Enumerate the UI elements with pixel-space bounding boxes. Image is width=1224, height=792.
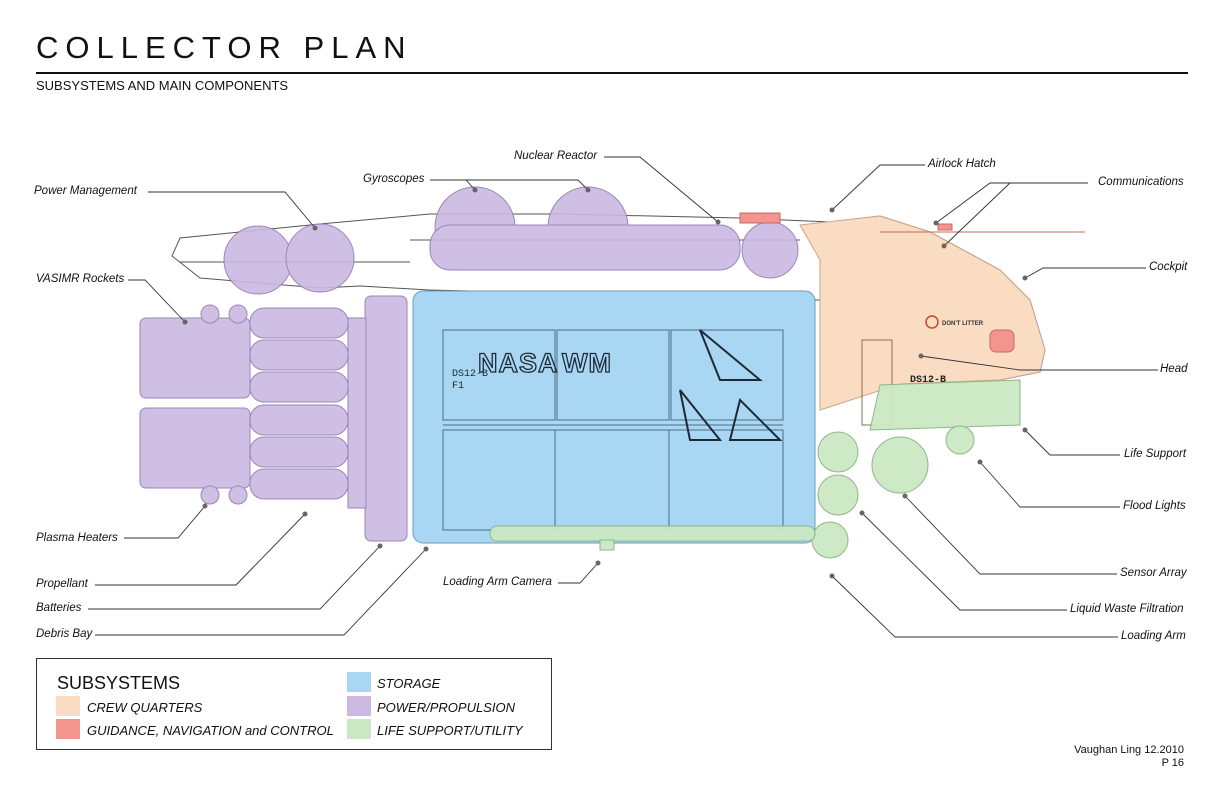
label-life-support: Life Support xyxy=(1124,448,1187,460)
legend-label-power-propulsion: POWER/PROPULSION xyxy=(377,700,515,715)
storage-markings: NASA WM xyxy=(477,347,612,378)
label-batteries: Batteries xyxy=(36,602,82,614)
registration-marking: DS12-B xyxy=(452,369,488,380)
label-gyroscopes: Gyroscopes xyxy=(363,173,425,185)
life-support-utility xyxy=(489,379,1021,559)
legend-label-crew-quarters: CREW QUARTERS xyxy=(87,700,203,715)
guidance-navigation xyxy=(739,212,1085,353)
label-liquid-waste-filtration: Liquid Waste Filtration xyxy=(1070,603,1184,615)
storage-bay xyxy=(412,290,816,544)
legend-label-life-support: LIFE SUPPORT/UTILITY xyxy=(377,723,523,738)
label-airlock-hatch: Airlock Hatch xyxy=(928,158,996,170)
label-power-management: Power Management xyxy=(34,185,137,197)
label-debris-bay: Debris Bay xyxy=(36,628,93,640)
legend-swatch-guidance xyxy=(56,719,80,739)
label-sensor-array: Sensor Array xyxy=(1120,567,1187,579)
recycle-symbol xyxy=(679,329,783,441)
label-vasimr-rockets: VASIMR Rockets xyxy=(36,273,125,285)
subsystems-legend: SUBSYSTEMS CREW QUARTERS GUIDANCE, NAVIG… xyxy=(36,658,552,750)
power-propulsion xyxy=(139,186,799,542)
legend-swatch-storage xyxy=(347,672,371,692)
operator-marking: WM xyxy=(562,348,612,378)
unit-marking: F1 xyxy=(452,381,464,392)
credit-author: Vaughan Ling 12.2010 xyxy=(1074,744,1184,756)
storage-small-text: DS12-B F1 xyxy=(452,369,488,392)
cockpit-registration: DS12-B xyxy=(910,375,946,386)
label-loading-arm-camera: Loading Arm Camera xyxy=(443,576,552,588)
label-plasma-heaters: Plasma Heaters xyxy=(36,532,118,544)
legend-swatch-life-support xyxy=(347,719,371,739)
title-rule xyxy=(36,72,1188,74)
label-nuclear-reactor: Nuclear Reactor xyxy=(514,150,598,162)
storage-containers xyxy=(442,329,784,531)
credit-page: P 16 xyxy=(1161,757,1184,769)
credit-block: Vaughan Ling 12.2010 P 16 xyxy=(1074,744,1184,770)
label-cockpit: Cockpit xyxy=(1149,261,1188,273)
page-title: COLLECTOR PLAN xyxy=(36,30,413,65)
crew-quarters xyxy=(799,215,1046,411)
label-propellant: Propellant xyxy=(36,578,88,590)
nasa-marking: NASA xyxy=(478,348,559,378)
legend-swatch-crew-quarters xyxy=(56,696,80,716)
label-communications: Communications xyxy=(1098,176,1184,188)
recycle-badge-text: DON'T LITTER xyxy=(942,321,984,327)
label-loading-arm: Loading Arm xyxy=(1121,630,1186,642)
label-flood-lights: Flood Lights xyxy=(1123,500,1186,512)
recycle-badge-icon xyxy=(925,315,939,329)
leader-lines xyxy=(88,156,1158,638)
legend-swatch-power-propulsion xyxy=(347,696,371,716)
legend-label-guidance: GUIDANCE, NAVIGATION and CONTROL xyxy=(87,723,334,738)
legend-label-storage: STORAGE xyxy=(377,676,441,691)
label-head: Head xyxy=(1160,363,1188,375)
legend-title: SUBSYSTEMS xyxy=(57,673,181,693)
page-subtitle: SUBSYSTEMS AND MAIN COMPONENTS xyxy=(36,78,289,93)
leader-dots xyxy=(182,187,1028,579)
